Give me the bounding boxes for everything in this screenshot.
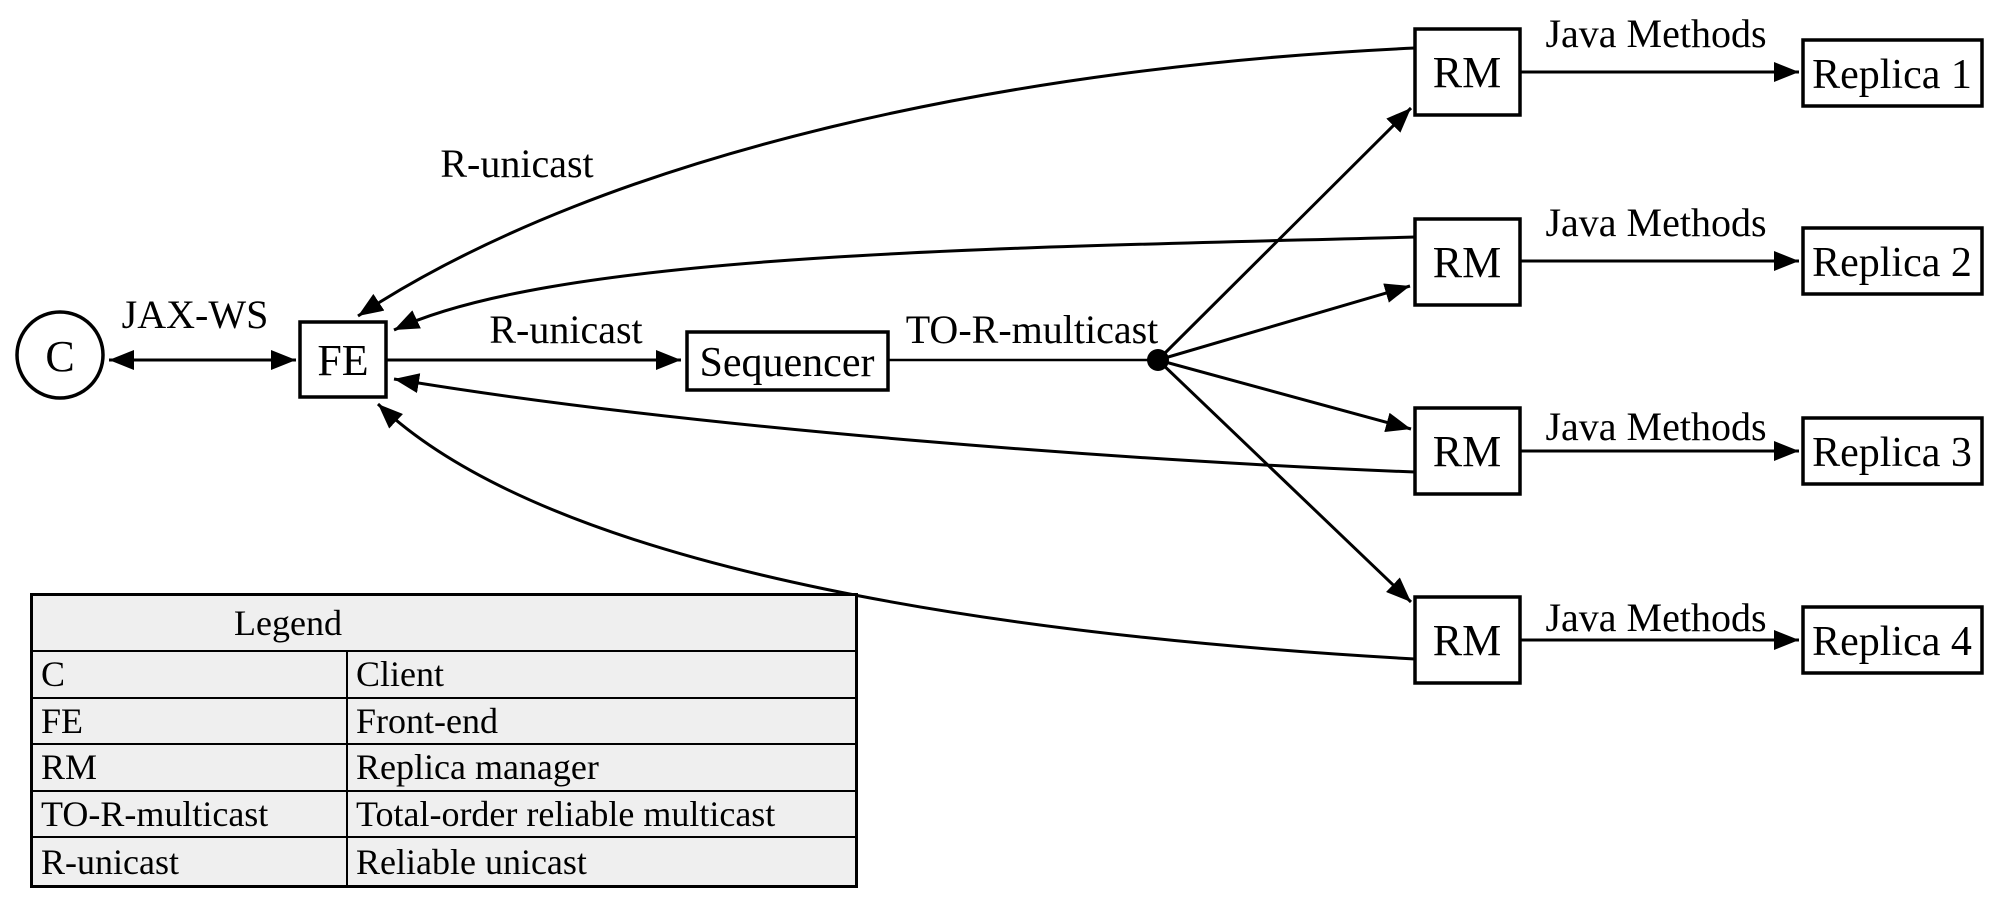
node-front-end <box>298 320 388 399</box>
node-replica4 <box>1801 605 1984 675</box>
multicast-junction-dot <box>1147 349 1169 371</box>
legend-row-front-end: FE Front-end <box>33 698 855 746</box>
legend-title: Legend <box>234 603 342 643</box>
label-r-unicast-mid: R-unicast <box>489 307 642 352</box>
legend-table: Legend C Client FE Front-end RM Replica … <box>30 593 858 888</box>
label-r-unicast-top: R-unicast <box>440 141 593 186</box>
label-jax-ws: JAX-WS <box>122 292 269 337</box>
legend-definition: Client <box>356 654 444 695</box>
legend-row-to-r-multicast: TO-R-multicast Total-order reliable mult… <box>33 791 855 839</box>
edge-dot-rm3 <box>1157 358 1412 433</box>
legend-term: RM <box>33 745 348 790</box>
legend-term: C <box>33 652 348 697</box>
legend-row-r-unicast: R-unicast Reliable unicast <box>33 838 855 885</box>
node-replica2 <box>1801 226 1984 296</box>
legend-term: R-unicast <box>33 838 348 885</box>
node-rm3 <box>1413 406 1522 496</box>
node-replica1-label: Replica 1 <box>1812 52 1972 98</box>
legend-definition: Replica manager <box>356 747 599 788</box>
legend-term: TO-R-multicast <box>33 791 348 837</box>
edge-rm1-fe-return <box>357 46 1416 318</box>
edge-rm4-fe-return <box>376 402 1416 661</box>
node-rm3-label: RM <box>1433 427 1501 476</box>
node-rm1 <box>1413 27 1522 117</box>
label-java-methods-1: Java Methods <box>1545 11 1766 56</box>
legend-term: FE <box>33 698 348 744</box>
node-sequencer <box>685 330 890 392</box>
edges-layer <box>109 46 1799 661</box>
legend-definition: Total-order reliable multicast <box>356 794 776 835</box>
node-client-label: C <box>45 332 74 381</box>
edge-dot-rm2 <box>1157 283 1411 362</box>
node-replica2-label: Replica 2 <box>1812 240 1972 286</box>
edge-rm3-fe-return <box>393 373 1416 474</box>
node-rm4 <box>1413 595 1522 685</box>
node-rm2 <box>1413 217 1522 307</box>
node-rm1-label: RM <box>1433 48 1501 97</box>
legend-row-replica-manager: RM Replica manager <box>33 745 855 792</box>
legend-definition: Front-end <box>356 700 498 741</box>
node-front-end-label: FE <box>317 336 368 385</box>
edge-dot-rm4 <box>1156 358 1413 604</box>
label-to-r-multicast: TO-R-multicast <box>906 307 1159 352</box>
legend-row-client: C Client <box>33 652 855 699</box>
node-client <box>15 310 105 400</box>
node-rm4-label: RM <box>1433 616 1501 665</box>
label-java-methods-3: Java Methods <box>1545 404 1766 449</box>
node-replica3-label: Replica 3 <box>1812 430 1972 476</box>
node-rm2-label: RM <box>1433 238 1501 287</box>
nodes-layer: C FE Sequencer RM RM RM RM Replica 1 Rep… <box>15 27 1984 685</box>
node-replica3 <box>1801 416 1984 486</box>
label-java-methods-4: Java Methods <box>1545 595 1766 640</box>
legend-definition: Reliable unicast <box>356 841 587 882</box>
label-java-methods-2: Java Methods <box>1545 200 1766 245</box>
node-replica1 <box>1801 38 1984 108</box>
legend-header-row: Legend <box>33 596 855 652</box>
node-sequencer-label: Sequencer <box>700 340 875 386</box>
node-replica4-label: Replica 4 <box>1812 619 1972 665</box>
edge-labels-layer: JAX-WS R-unicast R-unicast TO-R-multicas… <box>122 11 1767 640</box>
edge-rm2-fe-return <box>393 235 1416 332</box>
edge-dot-rm1 <box>1156 106 1413 362</box>
